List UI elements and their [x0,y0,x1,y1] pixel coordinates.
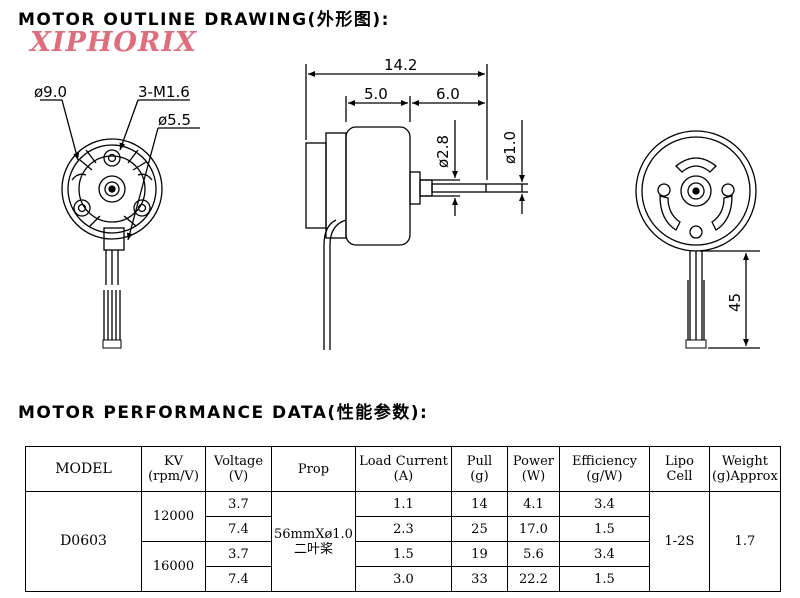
table-row: 7.4 3.0 33 22.2 1.5 [26,566,781,592]
cell-efficiency: 1.5 [558,566,650,592]
cell-voltage: 7.4 [205,566,272,592]
dim-body: 5.0 [364,85,388,103]
cell-power: 22.2 [506,566,560,592]
dim-outer-diameter: ø9.0 [34,83,67,101]
performance-table: MODEL KV (rpm/V) Voltage (V) Prop Load C… [25,446,781,592]
front-view [40,99,200,349]
cell-efficiency: 3.4 [558,541,650,567]
dim-shaft-diameter: ø1.0 [501,131,519,164]
header-load-current: Load Current (A) [354,446,452,492]
dim-shaft: 6.0 [436,85,460,103]
cell-prop: 56mmXø1.0 二叶桨 [271,491,356,592]
header-prop: Prop [271,446,356,492]
motor-outline-drawing: ø9.0 3-M1.6 ø5.5 14.2 5.0 6.0 ø2.8 ø [34,56,760,350]
cell-load-current: 2.3 [354,516,452,542]
dim-wire-length: 45 [726,293,744,312]
cell-efficiency: 1.5 [558,516,650,542]
table-row: D0603 12000 3.7 56mmXø1.0 二叶桨 1.1 14 4.1… [25,491,781,592]
dim-inner-diameter: ø5.5 [158,111,191,129]
cell-voltage: 3.7 [205,491,272,517]
dim-screws: 3-M1.6 [138,83,190,101]
cell-lipo: 1-2S [648,491,710,592]
cell-kv: 12000 [141,491,206,542]
cell-pull: 19 [450,541,508,567]
cell-pull: 33 [450,566,508,592]
cell-weight: 1.7 [708,491,781,592]
cell-kv: 16000 [141,541,206,592]
side-view [305,64,528,350]
header-efficiency: Efficiency (g/W) [558,446,650,492]
header-model: MODEL [25,446,142,492]
rear-view [635,130,760,349]
cell-model: D0603 [25,491,142,592]
cell-power: 5.6 [506,541,560,567]
cell-power: 4.1 [506,491,560,517]
table-row: 7.4 2.3 25 17.0 1.5 [26,516,781,542]
cell-load-current: 3.0 [354,566,452,592]
brand-watermark: XIPHORIX [30,27,197,58]
header-pull: Pull (g) [450,446,508,492]
table-row: 16000 3.7 1.5 19 5.6 3.4 [26,541,781,592]
dim-length: 14.2 [384,56,417,74]
header-lipo: Lipo Cell [648,446,710,492]
header-voltage: Voltage (V) [205,446,272,492]
performance-heading: MOTOR PERFORMANCE DATA(性能参数): [18,403,429,423]
cell-load-current: 1.5 [354,541,452,567]
header-power: Power (W) [506,446,560,492]
outline-heading: MOTOR OUTLINE DRAWING(外形图): [18,10,390,30]
cell-pull: 14 [450,491,508,517]
cell-efficiency: 3.4 [558,491,650,517]
header-weight: Weight (g)Approx [708,446,781,492]
header-kv: KV (rpm/V) [141,446,206,492]
table-header-row: MODEL KV (rpm/V) Voltage (V) Prop Load C… [25,446,781,492]
dim-hub-diameter: ø2.8 [434,135,452,168]
cell-pull: 25 [450,516,508,542]
cell-voltage: 7.4 [205,516,272,542]
cell-voltage: 3.7 [205,541,272,567]
cell-load-current: 1.1 [354,491,452,517]
cell-power: 17.0 [506,516,560,542]
